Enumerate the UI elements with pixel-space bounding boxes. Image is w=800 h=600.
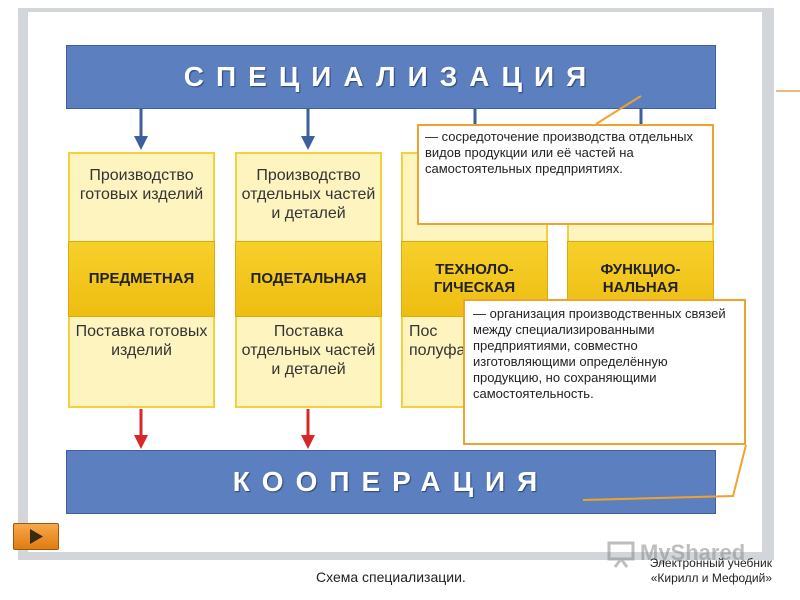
column-bottom-text: Пос полуфа [409,323,466,359]
cooperation-band: КООПЕРАЦИЯ [66,450,716,514]
column-detail: Производство отдельных частей и деталей … [235,152,382,408]
column-top-text: Производство готовых изделий [79,167,204,203]
column-type-label: ПОДЕТАЛЬНАЯ [235,241,382,317]
watermark-logo: MyShared [606,536,776,570]
specialization-band: СПЕЦИАЛИЗАЦИЯ [66,45,716,109]
credit-line-1: Электронный учебник [649,556,772,570]
column-top-text: Производство отдельных частей и деталей [241,167,376,222]
play-arrow-icon [30,529,43,544]
credit-line-2: «Кирилл и Мефодий» [650,571,772,585]
figure-caption: Схема специализации. [316,569,466,585]
column-bottom-text: Поставка отдельных частей и деталей [241,323,376,378]
source-credit: Электронный учебник «Кирилл и Мефодий» [622,556,772,586]
decorative-line [776,90,800,92]
next-slide-button[interactable] [13,523,59,550]
presentation-icon [607,541,635,568]
column-bottom-text: Поставка готовых изделий [75,323,208,359]
column-subject: Производство готовых изделий ПРЕДМЕТНАЯ … [68,152,215,408]
cooperation-definition: — организация производственных связей ме… [463,299,746,445]
column-type-label: ПРЕДМЕТНАЯ [68,241,215,317]
specialization-definition: — сосредоточение производства отдельных … [417,124,714,225]
watermark-text: MyShared [640,540,746,565]
